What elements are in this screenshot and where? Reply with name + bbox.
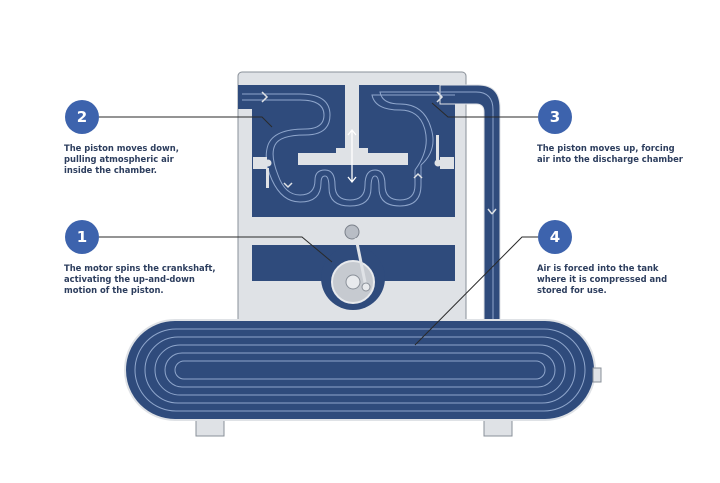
- tank-airflow-lines: [134, 328, 586, 412]
- flow-arrow-icon: [413, 172, 423, 179]
- step-3-badge: 3: [538, 100, 572, 134]
- tank-foot-right: [483, 419, 513, 437]
- airflow-lines: [242, 91, 455, 207]
- step-2-badge: 2: [65, 100, 99, 134]
- step-2-description: The piston moves down, pulling atmospher…: [64, 143, 179, 175]
- flow-arrow-icon: [283, 182, 293, 189]
- step-4-description: Air is forced into the tank where it is …: [537, 263, 668, 295]
- step-4-badge: 4: [538, 220, 572, 254]
- up-down-arrow-icon: [347, 128, 357, 184]
- piston-rod: [345, 85, 359, 153]
- discharge-valve: [440, 157, 454, 169]
- flow-arrow-icon: [487, 208, 497, 215]
- tank-foot-left: [195, 419, 225, 437]
- step-1-badge: 1: [65, 220, 99, 254]
- crankshaft-pin: [344, 224, 360, 240]
- flow-arrow-icon: [261, 91, 269, 103]
- connecting-rod: [354, 237, 368, 288]
- intake-valve: [253, 157, 267, 169]
- tank-valve: [592, 367, 602, 383]
- piston-head: [298, 153, 408, 165]
- step-1-description: The motor spins the crankshaft, activati…: [64, 263, 216, 295]
- air-tank: [124, 319, 596, 421]
- step-3-description: The piston moves up, forcing air into th…: [537, 143, 683, 164]
- flow-arrow-icon: [436, 91, 444, 103]
- leader-lines: [99, 102, 538, 346]
